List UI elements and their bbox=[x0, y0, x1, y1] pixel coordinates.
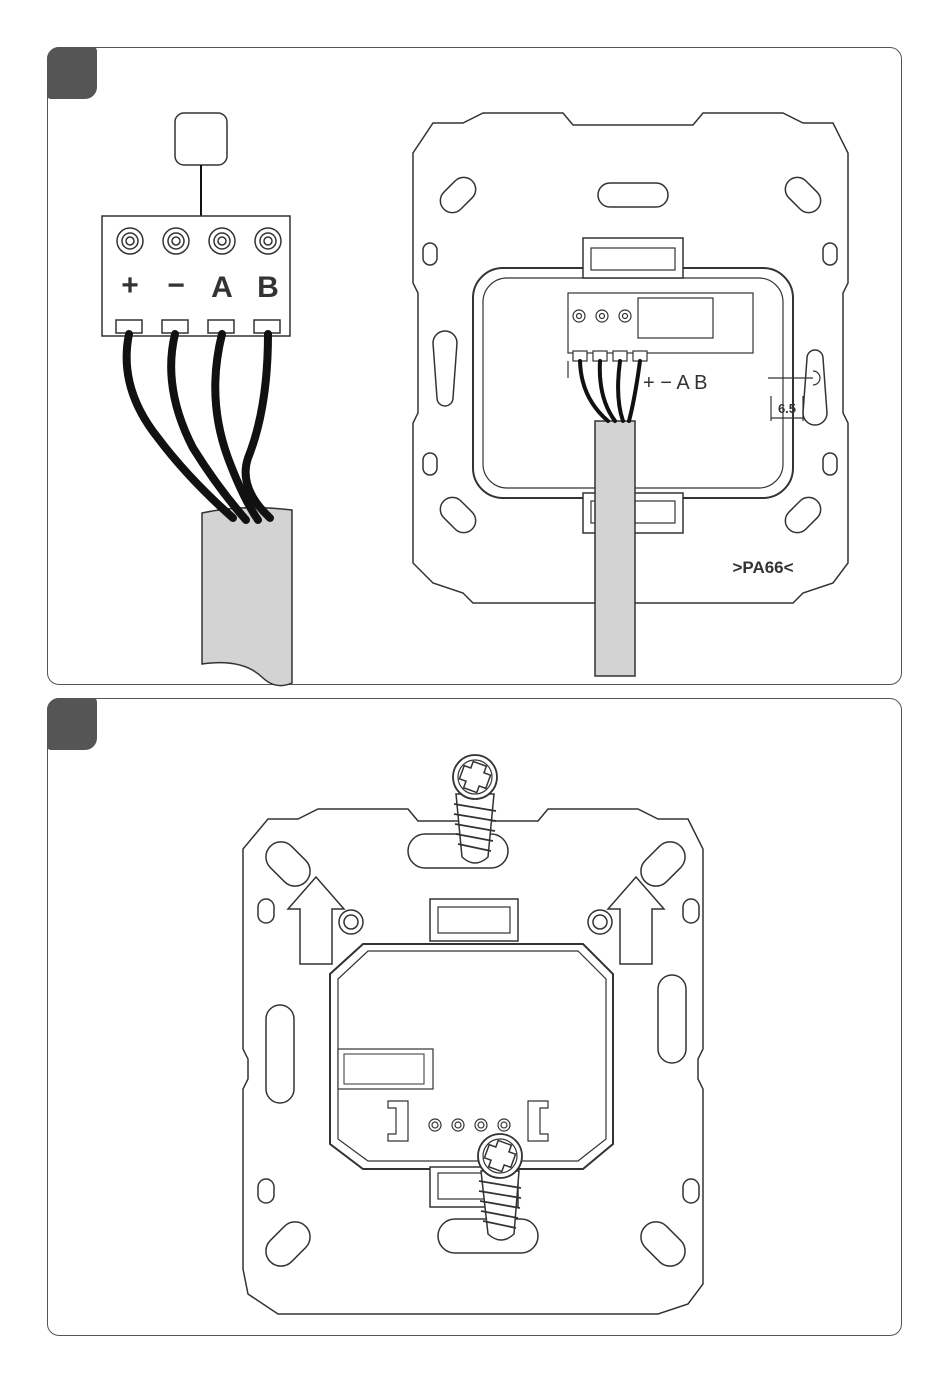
sensor-tag bbox=[175, 113, 227, 165]
mounting-plate-with-module: + − A B 6.5 >PA66< bbox=[403, 103, 863, 663]
dimension-label: 6.5 bbox=[778, 401, 796, 416]
module-window bbox=[338, 1049, 433, 1089]
terminal-label-b: B bbox=[257, 271, 279, 304]
module-terminal-labels: + − A B bbox=[643, 372, 708, 394]
cable-wires bbox=[127, 334, 270, 520]
terminal-label-plus: + bbox=[121, 269, 139, 302]
cable-sheath bbox=[202, 508, 292, 686]
terminal-label-minus: − bbox=[167, 269, 185, 302]
step-2-badge bbox=[47, 698, 97, 750]
terminal-label-a: A bbox=[211, 271, 233, 304]
step-1-badge bbox=[47, 47, 97, 99]
cable-sheath-plate bbox=[595, 421, 635, 676]
material-mark: >PA66< bbox=[732, 558, 793, 577]
terminal-block-diagram: + − A B bbox=[98, 108, 358, 688]
step-2-panel bbox=[47, 698, 902, 1336]
mounting-plate-screw-diagram bbox=[238, 749, 718, 1329]
step-1-panel: + − A B bbox=[47, 47, 902, 685]
